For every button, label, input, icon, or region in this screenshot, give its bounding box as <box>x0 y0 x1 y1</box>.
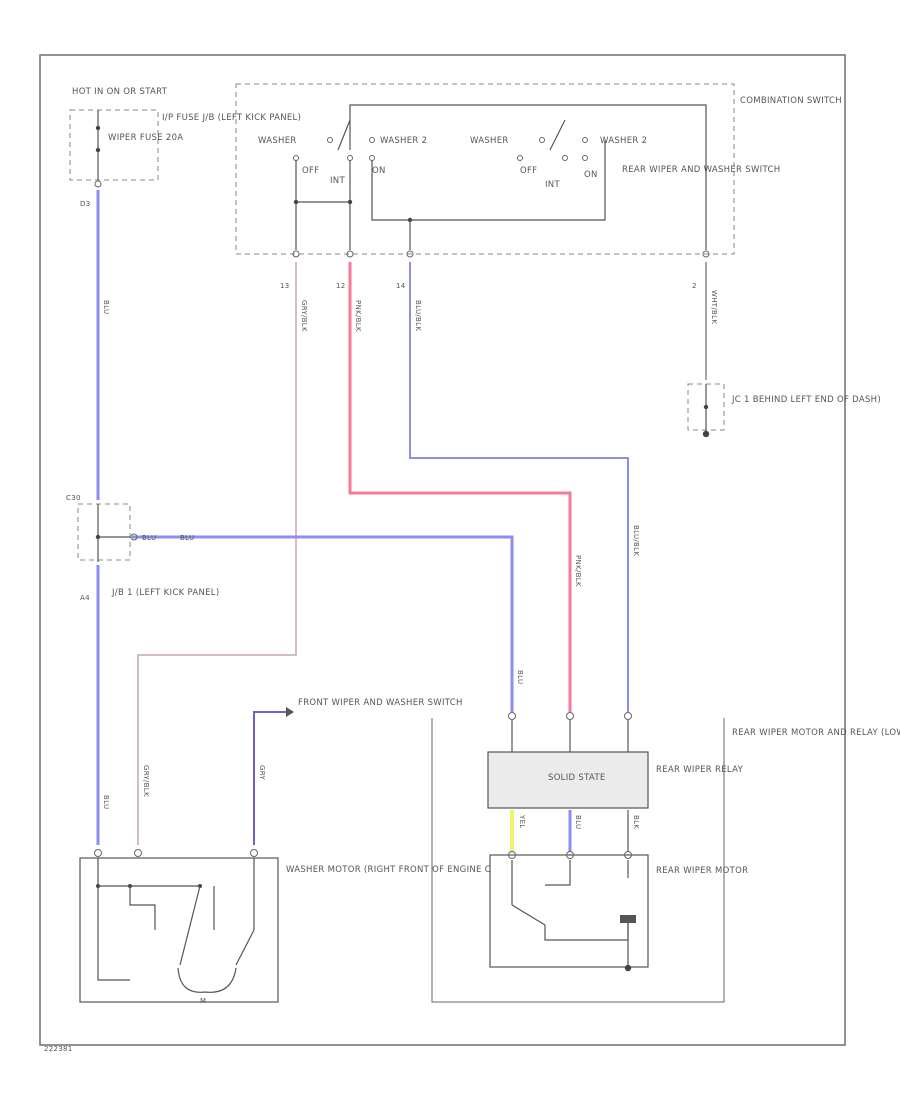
svg-text:BLU: BLU <box>142 534 156 542</box>
svg-text:GRY: GRY <box>258 765 266 780</box>
svg-text:WASHER: WASHER <box>470 136 509 146</box>
svg-text:BLU: BLU <box>180 534 194 542</box>
pnk-blk-wire <box>348 262 572 712</box>
fuse-terminal: D3 <box>80 200 90 208</box>
fuse-location: I/P FUSE J/B (LEFT KICK PANEL) <box>162 113 301 123</box>
svg-text:WHT/BLK: WHT/BLK <box>710 290 718 324</box>
blu-blk-wire <box>409 262 629 712</box>
jc1-ground: JC 1 BEHIND LEFT END OF DASH) <box>687 383 881 438</box>
svg-text:12: 12 <box>336 282 346 290</box>
svg-text:BLK: BLK <box>632 815 640 829</box>
svg-text:WASHER 2: WASHER 2 <box>600 136 647 146</box>
svg-text:INT: INT <box>330 176 345 186</box>
jb-junction: C30 A4 J/B 1 (LEFT KICK PANEL) <box>66 494 219 602</box>
svg-text:GRY/BLK: GRY/BLK <box>300 300 308 332</box>
svg-text:BLU: BLU <box>102 300 110 314</box>
washer-motor-label: WASHER MOTOR (RIGHT FRONT OF ENGINE COMP… <box>286 865 557 875</box>
diagram-code: 222381 <box>44 1045 73 1053</box>
svg-text:BLU: BLU <box>102 795 110 809</box>
rear-wiper-motor <box>489 854 649 968</box>
svg-text:A4: A4 <box>80 594 90 602</box>
fuse-name: WIPER FUSE 20A <box>108 133 183 143</box>
front-wiper-label: FRONT WIPER AND WASHER SWITCH <box>298 698 463 708</box>
svg-text:BLU/BLK: BLU/BLK <box>632 525 640 556</box>
jb-label: J/B 1 (LEFT KICK PANEL) <box>111 588 219 598</box>
svg-text:OFF: OFF <box>520 166 537 176</box>
svg-text:BLU: BLU <box>574 815 582 829</box>
combination-switch: COMBINATION SWITCH WASHER WASHER 2 OFF I… <box>235 83 842 290</box>
blu-branch-wire <box>132 535 514 712</box>
svg-text:C30: C30 <box>66 494 81 502</box>
svg-text:BLU: BLU <box>516 670 524 684</box>
rear-relay-label: REAR WIPER RELAY <box>656 765 744 775</box>
svg-text:2: 2 <box>692 282 697 290</box>
svg-text:PNK/BLK: PNK/BLK <box>574 555 582 587</box>
svg-text:13: 13 <box>280 282 290 290</box>
svg-text:OFF: OFF <box>302 166 319 176</box>
diagram-frame <box>39 54 846 1046</box>
svg-text:BLU/BLK: BLU/BLK <box>414 300 422 331</box>
rear-switch-label: REAR WIPER AND WASHER SWITCH <box>622 165 780 175</box>
svg-text:INT: INT <box>545 180 560 190</box>
svg-text:ON: ON <box>372 166 386 176</box>
gry-blk-wire <box>137 262 297 845</box>
svg-text:WASHER 2: WASHER 2 <box>380 136 427 146</box>
rear-motor-label: REAR WIPER MOTOR <box>656 866 748 876</box>
jc1-label: JC 1 BEHIND LEFT END OF DASH) <box>731 395 881 405</box>
svg-text:M: M <box>200 997 206 1005</box>
fuse-block: HOT IN ON OR START WIPER FUSE 20A I/P FU… <box>69 87 301 208</box>
svg-text:ON: ON <box>584 170 598 180</box>
rear-wiper-relay <box>487 751 649 809</box>
wires: BLU BLU GRY/BLK GRY/BLK PNK/BLK PNK/BLK … <box>96 190 718 852</box>
pur-wire <box>253 711 286 845</box>
svg-text:GRY/BLK: GRY/BLK <box>142 765 150 797</box>
svg-text:WASHER: WASHER <box>258 136 297 146</box>
combination-switch-outline <box>235 83 735 255</box>
svg-text:14: 14 <box>396 282 406 290</box>
hot-label: HOT IN ON OR START <box>72 87 168 97</box>
svg-text:SOLID STATE: SOLID STATE <box>548 773 606 783</box>
combination-switch-label: COMBINATION SWITCH <box>740 96 842 106</box>
rear-assembly-label: REAR WIPER MOTOR AND RELAY (LOWER PART O… <box>732 728 900 738</box>
washer-motor: M WASHER MOTOR (RIGHT FRONT OF ENGINE CO… <box>79 849 557 1005</box>
fuse-jb-outline <box>69 109 159 181</box>
rear-assembly: REAR WIPER MOTOR AND RELAY (LOWER PART O… <box>431 712 900 1003</box>
svg-text:YEL: YEL <box>518 814 526 829</box>
svg-text:PNK/BLK: PNK/BLK <box>354 300 362 332</box>
